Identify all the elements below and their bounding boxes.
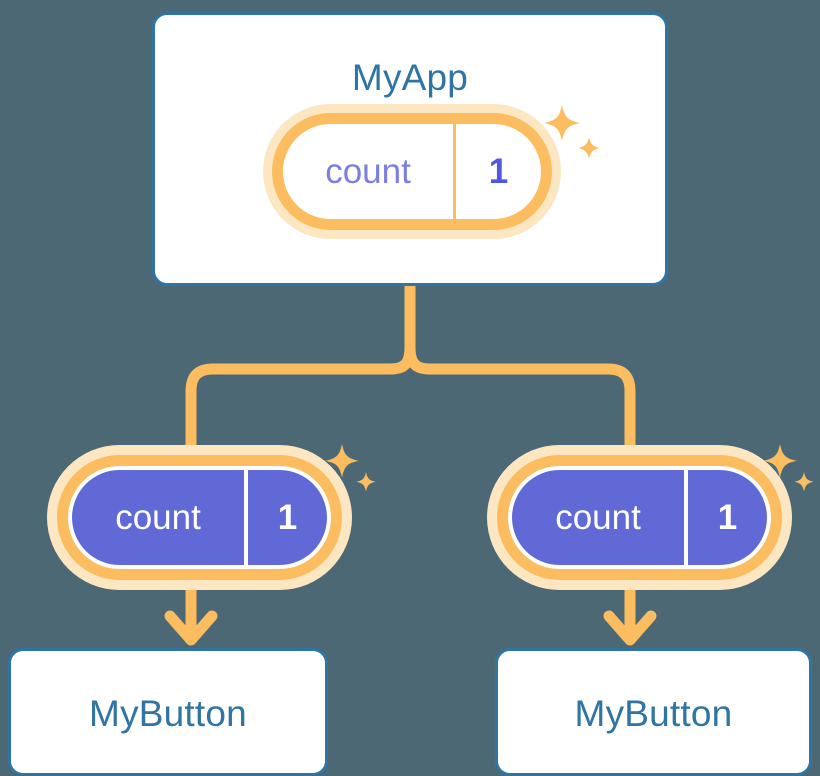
component-card-mybutton-left[interactable]: MyButton bbox=[8, 648, 328, 776]
state-value-label: 1 bbox=[277, 497, 298, 537]
connector-arrow-right-head bbox=[603, 610, 657, 646]
state-pill-left[interactable]: count 1 bbox=[47, 445, 352, 590]
pill-body: count 1 bbox=[72, 470, 327, 565]
pill-body: count 1 bbox=[283, 124, 541, 219]
card-title-mybutton-left: MyButton bbox=[89, 693, 247, 734]
connector-fork-right bbox=[404, 346, 636, 462]
pill-divider bbox=[684, 470, 688, 565]
card-title-mybutton-right: MyButton bbox=[574, 693, 733, 734]
state-pill-myapp[interactable]: count 1 bbox=[263, 104, 561, 239]
pill-divider bbox=[244, 470, 248, 565]
state-key-label: count bbox=[325, 151, 411, 191]
pill-body: count 1 bbox=[512, 470, 767, 565]
component-card-mybutton-right[interactable]: MyButton bbox=[495, 648, 812, 776]
state-pill-right[interactable]: count 1 bbox=[487, 445, 792, 590]
state-value-label: 1 bbox=[717, 497, 738, 537]
connector-arrow-left-head bbox=[164, 610, 218, 646]
state-key-label: count bbox=[555, 497, 641, 537]
pill-divider bbox=[453, 124, 456, 219]
state-key-label: count bbox=[115, 497, 201, 537]
state-value-label: 1 bbox=[488, 151, 509, 191]
card-title-myapp: MyApp bbox=[351, 57, 469, 98]
